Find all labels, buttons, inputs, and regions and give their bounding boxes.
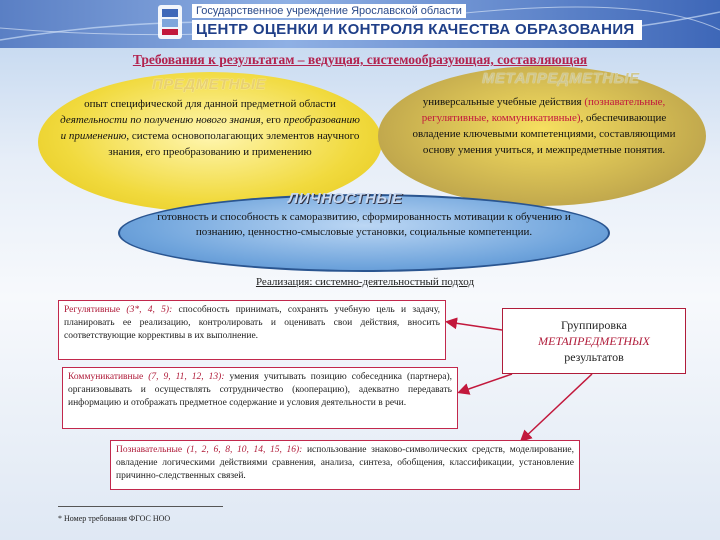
grouping-line1: Группировка [561,318,627,332]
grouping-line2: МЕТАПРЕДМЕТНЫХ [538,334,650,348]
metasubject-results-ellipse [378,66,706,206]
grouping-box: Группировка МЕТАПРЕДМЕТНЫХ результатов [502,308,686,374]
org-subtitle: Государственное учреждение Ярославской о… [192,4,466,18]
subject-results-ellipse [38,72,382,212]
subject-results-label: ПРЕДМЕТНЫЕ [152,76,267,93]
arrow-to-cognitive [519,373,593,443]
arrow-to-regulative [445,317,503,331]
arrow-to-communicative [457,373,513,395]
cognitive-box: Познавательные (1, 2, 6, 8, 10, 14, 15, … [110,440,580,490]
personal-results-label: ЛИЧНОСТНЫЕ [288,190,403,207]
header-banner: Государственное учреждение Ярославской о… [0,0,720,48]
subject-results-text: опыт специфической для данной предметной… [60,98,360,158]
metasubject-results-label: МЕТАПРЕДМЕТНЫЕ [482,70,640,87]
realization-approach: Реализация: системно-деятельностный подх… [255,276,475,288]
footnote-divider [58,506,223,507]
footnote: * Номер требования ФГОС НОО [58,514,171,523]
slide-title: Требования к результатам – ведущая, сист… [132,52,588,67]
regulative-box: Регулятивные (3*, 4, 5): способность при… [58,300,446,360]
personal-results-ellipse [118,194,610,272]
metasubject-results-text: универсальные учебные действия (познават… [412,96,676,156]
communicative-box: Коммуникативные (7, 9, 11, 12, 13): умен… [62,367,458,429]
personal-results-text: готовность и способность к саморазвитию,… [157,211,571,238]
emblem-icon [158,5,182,39]
grouping-line3: результатов [564,350,624,364]
org-title: ЦЕНТР ОЦЕНКИ И КОНТРОЛЯ КАЧЕСТВА ОБРАЗОВ… [192,20,642,40]
